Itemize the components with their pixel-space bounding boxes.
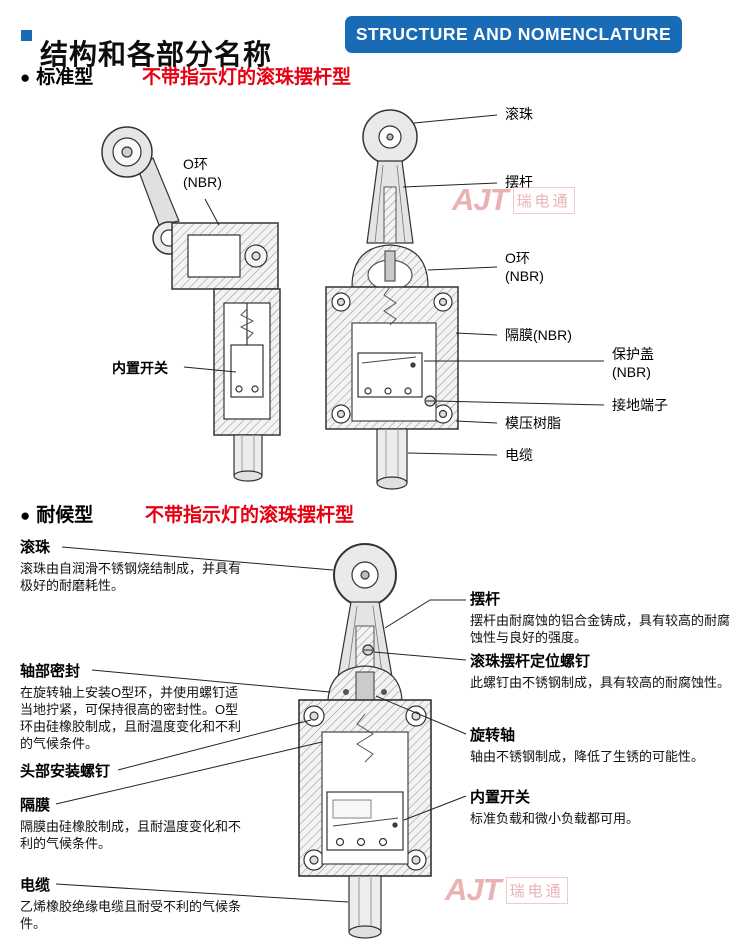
standard-type-diagram <box>101 109 605 490</box>
feature-lever-title: 摆杆 <box>470 591 501 608</box>
feature-shaft-seal-title: 轴部密封 <box>20 663 81 680</box>
feature-roller: 滚珠 滚珠由自润滑不锈钢烧结制成，并具有极好的耐磨耗性。 <box>20 536 248 594</box>
leader-lines-section2 <box>55 546 467 903</box>
feature-builtin-switch: 内置开关 标准负载和微小负载都可用。 <box>470 786 738 827</box>
section2-type-label: 耐候型 <box>36 505 94 526</box>
feature-cable-title: 电缆 <box>20 877 51 894</box>
feature-lever: 摆杆 摆杆由耐腐蚀的铝合金铸成，具有较高的耐腐蚀性与良好的强度。 <box>470 588 738 646</box>
section1-header: ● 标准型 <box>20 62 93 89</box>
label-molded-resin: 模压树脂 <box>505 415 561 431</box>
watermark-ajt-text-bottom: AJT <box>445 872 502 907</box>
title-bullet-icon <box>21 30 32 41</box>
section1-subtitle: 不带指示灯的滚珠摆杆型 <box>142 67 352 88</box>
watermark-cn-text: 瑞电通 <box>512 186 575 214</box>
section2-subtitle: 不带指示灯的滚珠摆杆型 <box>145 505 355 526</box>
label-oring-left: O环 (NBR) <box>183 156 222 191</box>
label-cable: 电缆 <box>505 447 533 463</box>
leader-lines-section1 <box>183 114 605 456</box>
feature-builtin-switch-title: 内置开关 <box>470 789 531 806</box>
feature-roller-lever-set-screw: 滚珠摆杆定位螺钉 此螺钉由不锈钢制成，具有较高的耐腐蚀性。 <box>470 650 738 691</box>
feature-roller-lever-set-screw-desc: 此螺钉由不锈钢制成，具有较高的耐腐蚀性。 <box>470 675 731 690</box>
feature-diaphragm-desc: 隔膜由硅橡胶制成，且耐温度变化和不利的气候条件。 <box>20 819 242 852</box>
section1-bullet-icon: ● <box>20 68 31 87</box>
watermark-cn-text-bottom: 瑞电通 <box>505 876 568 904</box>
section1-type-label: 标准型 <box>36 67 94 88</box>
header-badge: STRUCTURE AND NOMENCLATURE <box>345 16 682 53</box>
label-builtin-switch: 内置开关 <box>112 360 168 376</box>
label-protective-cover-line2: (NBR) <box>612 363 651 380</box>
section2-header: ● 耐候型 <box>20 500 93 527</box>
feature-rotary-shaft-title: 旋转轴 <box>470 727 516 744</box>
label-oring-left-line2: (NBR) <box>183 173 222 190</box>
watermark-logo-bottom: AJT 瑞电通 <box>445 872 568 908</box>
feature-diaphragm: 隔膜 隔膜由硅橡胶制成，且耐温度变化和不利的气候条件。 <box>20 794 248 852</box>
feature-head-mounting-screw: 头部安装螺钉 <box>20 760 248 781</box>
feature-roller-title: 滚珠 <box>20 539 51 556</box>
label-oring-right-line1: O环 <box>505 250 530 266</box>
feature-rotary-shaft-desc: 轴由不锈钢制成，降低了生锈的可能性。 <box>470 749 705 764</box>
feature-rotary-shaft: 旋转轴 轴由不锈钢制成，降低了生锈的可能性。 <box>470 724 738 765</box>
side-view-drawing <box>101 126 281 482</box>
feature-roller-desc: 滚珠由自润滑不锈钢烧结制成，并具有极好的耐磨耗性。 <box>20 561 242 594</box>
label-oring-right: O环 (NBR) <box>505 250 544 285</box>
label-lever: 摆杆 <box>505 174 533 190</box>
feature-lever-desc: 摆杆由耐腐蚀的铝合金铸成，具有较高的耐腐蚀性与良好的强度。 <box>470 613 731 646</box>
label-roller: 滚珠 <box>505 106 533 122</box>
front-section-drawing <box>325 109 459 490</box>
label-oring-right-line2: (NBR) <box>505 267 544 284</box>
feature-shaft-seal-desc: 在旋转轴上安装O型环，并使用螺钉适当地拧紧，可保持很高的密封性。O型环由硅橡胶制… <box>20 685 242 752</box>
feature-roller-lever-set-screw-title: 滚珠摆杆定位螺钉 <box>470 653 591 670</box>
feature-cable: 电缆 乙烯橡胶绝缘电缆且耐受不利的气候条件。 <box>20 874 248 932</box>
page-title: 结构和各部分名称 <box>40 38 273 70</box>
label-oring-left-line1: O环 <box>183 156 208 172</box>
label-protective-cover-line1: 保护盖 <box>612 346 654 362</box>
weather-type-drawing <box>298 543 432 939</box>
feature-cable-desc: 乙烯橡胶绝缘电缆且耐受不利的气候条件。 <box>20 899 242 932</box>
label-ground-terminal: 接地端子 <box>612 397 668 413</box>
watermark-ajt-text: AJT <box>452 182 509 217</box>
feature-builtin-switch-desc: 标准负载和微小负载都可用。 <box>470 811 640 826</box>
section2-bullet-icon: ● <box>20 506 31 525</box>
feature-head-mounting-screw-title: 头部安装螺钉 <box>20 763 111 780</box>
label-protective-cover: 保护盖 (NBR) <box>612 346 654 381</box>
feature-shaft-seal: 轴部密封 在旋转轴上安装O型环，并使用螺钉适当地拧紧，可保持很高的密封性。O型环… <box>20 660 248 753</box>
feature-diaphragm-title: 隔膜 <box>20 797 51 814</box>
watermark-logo: AJT 瑞电通 <box>452 182 575 218</box>
label-diaphragm: 隔膜(NBR) <box>505 327 572 343</box>
weather-type-diagram <box>55 543 467 939</box>
